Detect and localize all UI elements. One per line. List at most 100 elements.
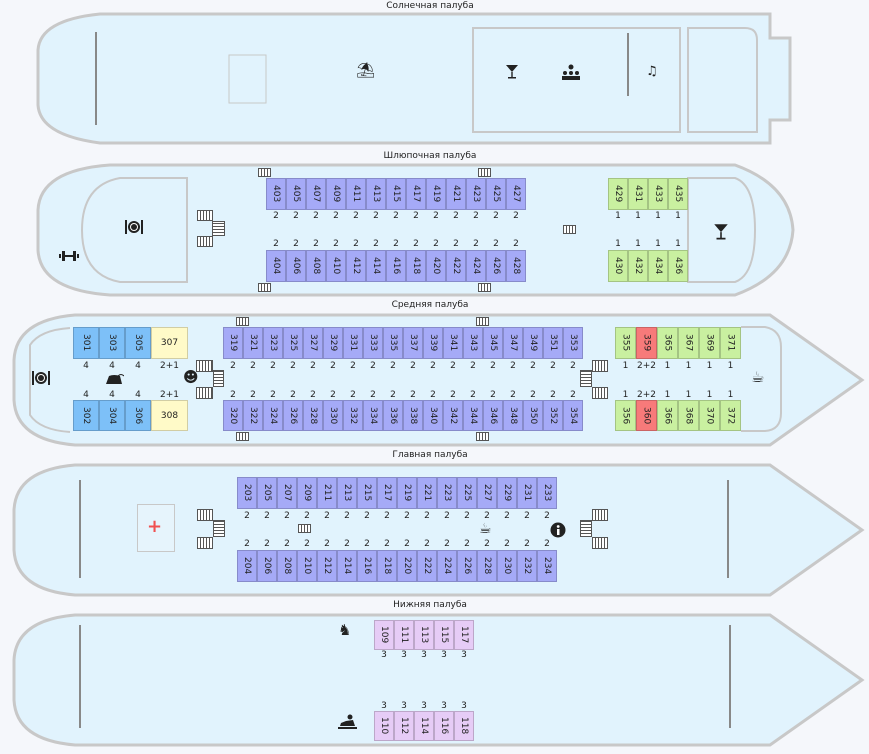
cabin-213[interactable]: 213 <box>337 477 357 509</box>
cabin-416[interactable]: 416 <box>386 250 406 282</box>
cabin-217[interactable]: 217 <box>377 477 397 509</box>
cabin-333[interactable]: 333 <box>363 327 383 359</box>
cabin-356[interactable]: 356 <box>615 400 636 431</box>
cabin-409[interactable]: 409 <box>326 178 346 210</box>
cabin-215[interactable]: 215 <box>357 477 377 509</box>
cabin-211[interactable]: 211 <box>317 477 337 509</box>
cabin-220[interactable]: 220 <box>397 550 417 582</box>
cabin-339[interactable]: 339 <box>423 327 443 359</box>
cabin-418[interactable]: 418 <box>406 250 426 282</box>
cabin-411[interactable]: 411 <box>346 178 366 210</box>
cabin-304[interactable]: 304 <box>99 400 125 431</box>
cabin-308[interactable]: 308 <box>151 400 188 431</box>
cabin-233[interactable]: 233 <box>537 477 557 509</box>
cabin-319[interactable]: 319 <box>223 327 243 359</box>
cabin-335[interactable]: 335 <box>383 327 403 359</box>
cabin-340[interactable]: 340 <box>423 400 443 431</box>
cabin-221[interactable]: 221 <box>417 477 437 509</box>
cabin-112[interactable]: 112 <box>394 711 414 741</box>
cabin-359[interactable]: 359 <box>636 327 657 359</box>
cabin-429[interactable]: 429 <box>608 178 628 210</box>
cabin-214[interactable]: 214 <box>337 550 357 582</box>
cabin-207[interactable]: 207 <box>277 477 297 509</box>
cabin-342[interactable]: 342 <box>443 400 463 431</box>
cabin-422[interactable]: 422 <box>446 250 466 282</box>
cabin-303[interactable]: 303 <box>99 327 125 359</box>
cabin-334[interactable]: 334 <box>363 400 383 431</box>
cabin-434[interactable]: 434 <box>648 250 668 282</box>
cabin-231[interactable]: 231 <box>517 477 537 509</box>
cabin-367[interactable]: 367 <box>678 327 699 359</box>
cabin-424[interactable]: 424 <box>466 250 486 282</box>
cabin-353[interactable]: 353 <box>563 327 583 359</box>
cabin-405[interactable]: 405 <box>286 178 306 210</box>
cabin-412[interactable]: 412 <box>346 250 366 282</box>
cabin-341[interactable]: 341 <box>443 327 463 359</box>
cabin-118[interactable]: 118 <box>454 711 474 741</box>
cabin-410[interactable]: 410 <box>326 250 346 282</box>
cabin-352[interactable]: 352 <box>543 400 563 431</box>
cabin-345[interactable]: 345 <box>483 327 503 359</box>
cabin-321[interactable]: 321 <box>243 327 263 359</box>
cabin-371[interactable]: 371 <box>720 327 741 359</box>
cabin-114[interactable]: 114 <box>414 711 434 741</box>
cabin-428[interactable]: 428 <box>506 250 526 282</box>
cabin-204[interactable]: 204 <box>237 550 257 582</box>
cabin-115[interactable]: 115 <box>434 620 454 650</box>
cabin-421[interactable]: 421 <box>446 178 466 210</box>
cabin-414[interactable]: 414 <box>366 250 386 282</box>
cabin-347[interactable]: 347 <box>503 327 523 359</box>
cabin-423[interactable]: 423 <box>466 178 486 210</box>
cabin-350[interactable]: 350 <box>523 400 543 431</box>
cabin-336[interactable]: 336 <box>383 400 403 431</box>
cabin-425[interactable]: 425 <box>486 178 506 210</box>
cabin-433[interactable]: 433 <box>648 178 668 210</box>
cabin-365[interactable]: 365 <box>657 327 678 359</box>
cabin-369[interactable]: 369 <box>699 327 720 359</box>
cabin-224[interactable]: 224 <box>437 550 457 582</box>
cabin-322[interactable]: 322 <box>243 400 263 431</box>
cabin-325[interactable]: 325 <box>283 327 303 359</box>
cabin-222[interactable]: 222 <box>417 550 437 582</box>
cabin-209[interactable]: 209 <box>297 477 317 509</box>
cabin-226[interactable]: 226 <box>457 550 477 582</box>
cabin-407[interactable]: 407 <box>306 178 326 210</box>
cabin-212[interactable]: 212 <box>317 550 337 582</box>
cabin-354[interactable]: 354 <box>563 400 583 431</box>
cabin-328[interactable]: 328 <box>303 400 323 431</box>
cabin-323[interactable]: 323 <box>263 327 283 359</box>
cabin-360[interactable]: 360 <box>636 400 657 431</box>
cabin-111[interactable]: 111 <box>394 620 414 650</box>
cabin-332[interactable]: 332 <box>343 400 363 431</box>
cabin-413[interactable]: 413 <box>366 178 386 210</box>
cabin-230[interactable]: 230 <box>497 550 517 582</box>
cabin-110[interactable]: 110 <box>374 711 394 741</box>
cabin-117[interactable]: 117 <box>454 620 474 650</box>
cabin-216[interactable]: 216 <box>357 550 377 582</box>
cabin-324[interactable]: 324 <box>263 400 283 431</box>
cabin-219[interactable]: 219 <box>397 477 417 509</box>
cabin-344[interactable]: 344 <box>463 400 483 431</box>
cabin-338[interactable]: 338 <box>403 400 423 431</box>
cabin-109[interactable]: 109 <box>374 620 394 650</box>
cabin-302[interactable]: 302 <box>73 400 99 431</box>
cabin-427[interactable]: 427 <box>506 178 526 210</box>
cabin-234[interactable]: 234 <box>537 550 557 582</box>
cabin-337[interactable]: 337 <box>403 327 423 359</box>
cabin-408[interactable]: 408 <box>306 250 326 282</box>
cabin-329[interactable]: 329 <box>323 327 343 359</box>
cabin-206[interactable]: 206 <box>257 550 277 582</box>
cabin-113[interactable]: 113 <box>414 620 434 650</box>
cabin-218[interactable]: 218 <box>377 550 397 582</box>
cabin-431[interactable]: 431 <box>628 178 648 210</box>
cabin-331[interactable]: 331 <box>343 327 363 359</box>
cabin-346[interactable]: 346 <box>483 400 503 431</box>
cabin-305[interactable]: 305 <box>125 327 151 359</box>
cabin-326[interactable]: 326 <box>283 400 303 431</box>
cabin-225[interactable]: 225 <box>457 477 477 509</box>
cabin-306[interactable]: 306 <box>125 400 151 431</box>
cabin-426[interactable]: 426 <box>486 250 506 282</box>
cabin-349[interactable]: 349 <box>523 327 543 359</box>
cabin-232[interactable]: 232 <box>517 550 537 582</box>
cabin-205[interactable]: 205 <box>257 477 277 509</box>
